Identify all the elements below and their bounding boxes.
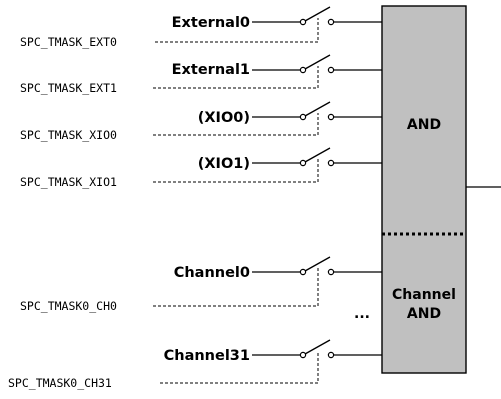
mask-control-line — [153, 268, 319, 307]
logic-block — [381, 5, 467, 374]
signal-label: (XIO1) — [198, 156, 250, 172]
mask-label: SPC_TMASK0_CH31 — [8, 376, 112, 390]
mask-label: SPC_TMASK0_CH0 — [20, 299, 117, 313]
mask-control-line — [160, 351, 319, 384]
signal-row-channel31: Channel31 SPC_TMASK0_CH31 — [8, 339, 382, 390]
mask-control-line — [153, 66, 319, 89]
channel-and-block-label-line2: AND — [407, 306, 441, 322]
switch-output-node — [327, 268, 335, 276]
switch-input-node — [299, 159, 307, 167]
mask-control-line — [153, 159, 319, 183]
switch-blade — [304, 339, 331, 355]
signal-row-xio1: (XIO1) SPC_TMASK_XIO1 — [20, 147, 382, 189]
signal-row-external1: External1 SPC_TMASK_EXT1 — [20, 54, 382, 95]
switch-blade — [304, 147, 331, 163]
switch-input-node — [299, 18, 307, 26]
switch-output-node — [327, 66, 335, 74]
switch-blade — [304, 6, 331, 22]
switch-blade — [304, 54, 331, 70]
switch-input-node — [299, 351, 307, 359]
signal-label: External1 — [172, 62, 250, 78]
signal-row-channel0: Channel0 SPC_TMASK0_CH0 — [20, 256, 382, 313]
signal-label: Channel31 — [164, 348, 250, 364]
switch-output-node — [327, 18, 335, 26]
and-block-label: AND — [407, 117, 441, 133]
mask-control-line — [155, 18, 319, 43]
switch-output-node — [327, 159, 335, 167]
mask-label: SPC_TMASK_XIO0 — [20, 128, 117, 142]
channel-and-block-label-line1: Channel — [392, 287, 456, 303]
switch-output-node — [327, 113, 335, 121]
switch-input-node — [299, 113, 307, 121]
signal-row-xio0: (XIO0) SPC_TMASK_XIO0 — [20, 101, 382, 142]
channel-ellipsis: ... — [354, 306, 370, 322]
mask-control-line — [153, 113, 319, 136]
signal-label: (XIO0) — [198, 110, 250, 126]
switch-input-node — [299, 66, 307, 74]
switch-blade — [304, 101, 331, 117]
switch-output-node — [327, 351, 335, 359]
switch-blade — [304, 256, 331, 272]
signal-row-external0: External0 SPC_TMASK_EXT0 — [20, 6, 382, 49]
signal-label: Channel0 — [174, 265, 250, 281]
mask-label: SPC_TMASK_EXT0 — [20, 35, 117, 49]
signal-label: External0 — [172, 15, 250, 31]
mask-label: SPC_TMASK_XIO1 — [20, 175, 117, 189]
switch-input-node — [299, 268, 307, 276]
mask-label: SPC_TMASK_EXT1 — [20, 81, 117, 95]
